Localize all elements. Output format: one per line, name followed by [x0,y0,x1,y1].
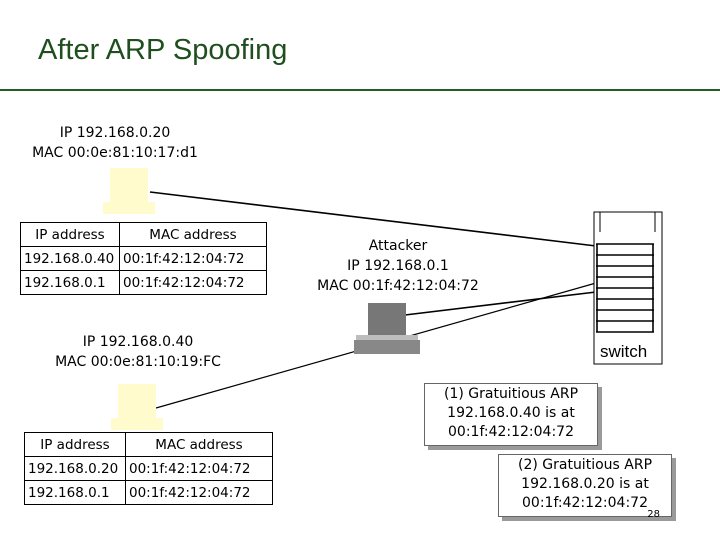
top-host-ip: IP 192.168.0.20 [59,125,171,141]
note-line: (1) Gratuitious ARP [443,386,579,402]
table-header-ip: IP address [24,432,126,457]
link-attacker-to-switch [404,291,597,316]
table-header-mac: MAC address [119,222,267,247]
attacker-mac: MAC 00:1f:42:12:04:72 [317,278,479,294]
table-cell-ip: 192.168.0.20 [24,456,126,481]
note-line: 192.168.0.20 is at [521,476,649,492]
switch-label: switch [600,342,648,361]
switch-icon [593,211,663,365]
table-header-mac: MAC address [125,432,273,457]
attacker-title: Attacker [368,238,428,254]
note-line: 00:1f:42:12:04:72 [448,424,574,440]
computer-icon-bottom-host [111,384,163,430]
table-row: 192.168.0.20 00:1f:42:12:04:72 [24,456,273,481]
table-row: 192.168.0.1 00:1f:42:12:04:72 [24,480,273,505]
table-header-row: IP address MAC address [20,222,267,247]
gratuitous-arp-note-2: (2) Gratuitious ARP 192.168.0.20 is at 0… [498,454,672,517]
gratuitous-arp-note-1: (1) Gratuitious ARP 192.168.0.40 is at 0… [424,383,598,446]
bottom-host-ip: IP 192.168.0.40 [82,334,194,350]
table-cell-ip: 192.168.0.1 [20,270,120,295]
table-cell-mac: 00:1f:42:12:04:72 [119,270,267,295]
bottom-host-arp-table: IP address MAC address 192.168.0.20 00:1… [24,432,273,505]
table-cell-mac: 00:1f:42:12:04:72 [125,480,273,505]
link-top-host-to-switch [149,191,597,247]
table-header-ip: IP address [20,222,120,247]
table-cell-mac: 00:1f:42:12:04:72 [119,246,267,271]
note-line: 00:1f:42:12:04:72 [522,495,648,511]
top-host-mac: MAC 00:0e:81:10:17:d1 [32,145,198,161]
table-cell-mac: 00:1f:42:12:04:72 [125,456,273,481]
table-row: 192.168.0.1 00:1f:42:12:04:72 [20,270,267,295]
table-cell-ip: 192.168.0.40 [20,246,120,271]
attacker-ip: IP 192.168.0.1 [347,258,449,274]
note-line: (2) Gratuitious ARP [517,457,653,473]
note-line: 192.168.0.40 is at [447,405,575,421]
slide-title: After ARP Spoofing [38,34,288,66]
computer-icon-top-host [103,168,155,214]
top-host-arp-table: IP address MAC address 192.168.0.40 00:1… [20,222,267,295]
table-row: 192.168.0.40 00:1f:42:12:04:72 [20,246,267,271]
computer-icon-attacker [354,303,420,354]
bottom-host-mac: MAC 00:0e:81:10:19:FC [55,354,221,370]
page-number: 28 [647,509,660,520]
table-cell-ip: 192.168.0.1 [24,480,126,505]
title-divider [0,89,720,91]
table-header-row: IP address MAC address [24,432,273,457]
